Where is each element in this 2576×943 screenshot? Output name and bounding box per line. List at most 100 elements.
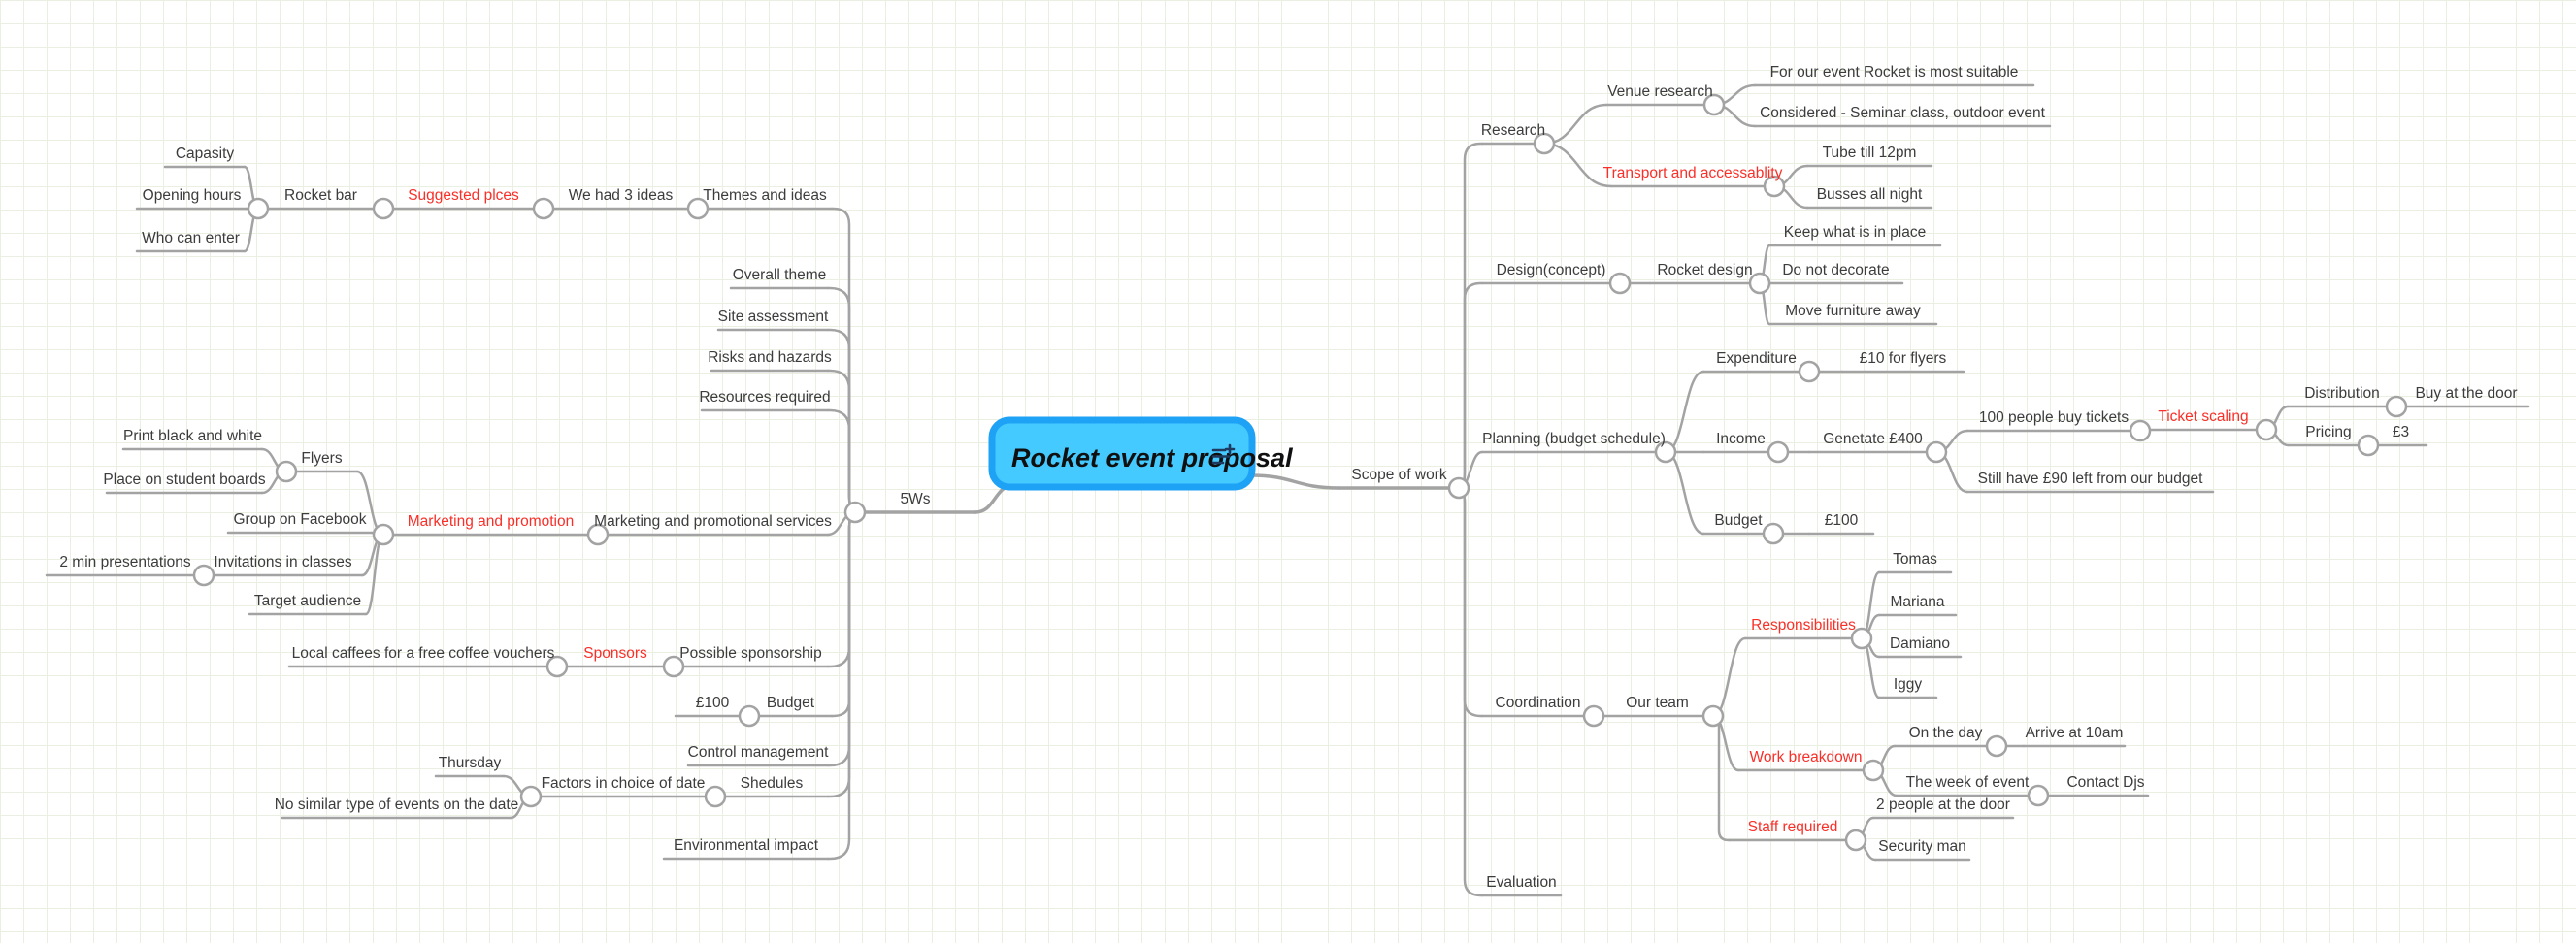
branch-toggle[interactable] [1447,476,1470,500]
node-label-resources[interactable]: Resources required [699,389,830,406]
branch-toggle[interactable] [532,197,555,220]
node-label-scope[interactable]: Scope of work [1351,467,1446,483]
node-label-fiveWs[interactable]: 5Ws [901,491,931,507]
node-label-hundredpeople[interactable]: 100 people buy tickets [1979,409,2129,426]
node-label-income[interactable]: Income [1716,431,1766,447]
branch-toggle[interactable] [519,785,543,808]
node-label-twopeople[interactable]: 2 people at the door [1876,797,2010,813]
node-label-mktpromo[interactable]: Marketing and promotion [408,513,574,530]
branch-toggle[interactable] [275,460,298,483]
branch-toggle[interactable] [1608,272,1632,295]
node-label-pricing[interactable]: Pricing [2305,424,2351,440]
node-label-coordination[interactable]: Coordination [1496,695,1581,711]
central-topic[interactable]: Rocket event proposal [988,416,1293,491]
branch-toggle[interactable] [1763,175,1786,198]
node-label-damiano[interactable]: Damiano [1890,635,1950,652]
node-label-placeboards[interactable]: Place on student boards [103,472,265,488]
node-label-nosimilar[interactable]: No similar type of events on the date [275,797,519,813]
branch-toggle[interactable] [2255,418,2278,441]
node-label-planning[interactable]: Planning (budget schedule) [1482,431,1666,447]
node-label-movefurn[interactable]: Move furniture away [1785,303,1921,319]
node-label-ticketscaling[interactable]: Ticket scaling [2158,408,2248,425]
branch-toggle[interactable] [2027,784,2050,807]
branch-toggle[interactable] [1748,272,1771,295]
branch-toggle[interactable] [372,523,395,546]
node-label-distribution[interactable]: Distribution [2304,385,2380,402]
node-label-risks[interactable]: Risks and hazards [708,349,832,366]
node-label-staffrequired[interactable]: Staff required [1748,819,1838,835]
node-label-openhours[interactable]: Opening hours [143,187,242,204]
node-label-shedules[interactable]: Shedules [741,775,804,792]
node-label-budgetL[interactable]: Budget [767,695,815,711]
node-label-siteassess[interactable]: Site assessment [718,309,829,325]
node-label-hundredR[interactable]: £100 [1825,512,1859,529]
node-label-ourteam[interactable]: Our team [1626,695,1689,711]
node-label-groupfb[interactable]: Group on Facebook [233,511,366,528]
node-label-themes[interactable]: Themes and ideas [703,187,827,204]
node-label-tube[interactable]: Tube till 12pm [1823,145,1917,161]
node-label-envimpact[interactable]: Environmental impact [674,837,819,854]
node-label-weekof[interactable]: The week of event [1906,774,2030,791]
branch-toggle[interactable] [1925,440,1948,464]
node-label-wehad[interactable]: We had 3 ideas [569,187,674,204]
branch-toggle[interactable] [2357,434,2380,457]
node-label-thursday[interactable]: Thursday [439,755,502,771]
branch-toggle[interactable] [738,704,761,728]
node-label-design[interactable]: Design(concept) [1497,262,1606,278]
node-label-ontheday[interactable]: On the day [1909,725,1983,741]
node-label-flyers[interactable]: Flyers [301,450,342,467]
branch-toggle[interactable] [545,655,569,678]
branch-toggle[interactable] [1850,627,1873,650]
branch-toggle[interactable] [843,501,867,524]
node-label-rocketbar[interactable]: Rocket bar [284,187,357,204]
branch-toggle[interactable] [586,523,610,546]
node-label-sponsors[interactable]: Sponsors [583,645,647,662]
node-label-arrive[interactable]: Arrive at 10am [2026,725,2124,741]
branch-toggle[interactable] [1582,704,1605,728]
node-label-whocan[interactable]: Who can enter [142,230,240,246]
node-label-genetate[interactable]: Genetate £400 [1823,431,1923,447]
central-topic-box[interactable] [988,416,1256,491]
node-label-tomas[interactable]: Tomas [1893,551,1937,568]
node-label-forevent[interactable]: For our event Rocket is most suitable [1770,64,2019,81]
branch-toggle[interactable] [1654,440,1677,464]
branch-toggle[interactable] [2129,419,2152,442]
add-notes-icon[interactable] [1211,443,1236,465]
node-label-buydoor[interactable]: Buy at the door [2415,385,2517,402]
branch-toggle[interactable] [192,564,215,587]
central-topic-title[interactable]: Rocket event proposal [1011,443,1293,472]
node-label-donot[interactable]: Do not decorate [1782,262,1889,278]
node-label-mariana[interactable]: Mariana [1891,594,1945,610]
node-label-rocketdesign[interactable]: Rocket design [1657,262,1752,278]
branch-toggle[interactable] [1862,759,1885,782]
node-label-twomin[interactable]: 2 min presentations [59,554,191,570]
branch-toggle[interactable] [372,197,395,220]
branch-toggle[interactable] [1844,829,1867,852]
branch-toggle[interactable] [1985,734,2008,758]
node-label-mktserv[interactable]: Marketing and promotional services [594,513,832,530]
node-label-evaluation[interactable]: Evaluation [1486,874,1556,891]
branch-toggle[interactable] [686,197,710,220]
node-label-hundredL[interactable]: £100 [696,695,730,711]
node-label-printbw[interactable]: Print black and white [123,428,262,444]
branch-toggle[interactable] [2385,395,2408,418]
node-label-budgetR[interactable]: Budget [1714,512,1763,529]
node-label-invitations[interactable]: Invitations in classes [214,554,351,570]
node-label-considered[interactable]: Considered - Seminar class, outdoor even… [1760,105,2045,121]
branch-toggle[interactable] [1767,440,1790,464]
node-label-controlmgmt[interactable]: Control management [688,744,829,761]
branch-toggle[interactable] [1762,522,1785,545]
node-label-contactdjs[interactable]: Contact Djs [2066,774,2144,791]
node-label-research[interactable]: Research [1481,122,1545,139]
node-label-expenditure[interactable]: Expenditure [1716,350,1797,367]
node-label-localcaffees[interactable]: Local caffees for a free coffee vouchers [292,645,555,662]
node-label-three[interactable]: £3 [2393,424,2409,440]
node-label-venue[interactable]: Venue research [1607,83,1713,100]
branch-toggle[interactable] [1701,704,1725,728]
node-label-stillhave[interactable]: Still have £90 left from our budget [1978,471,2203,487]
node-label-transport[interactable]: Transport and accessablity [1603,165,1783,181]
branch-toggle[interactable] [1533,132,1556,155]
node-label-factors[interactable]: Factors in choice of date [542,775,706,792]
node-label-keepplace[interactable]: Keep what is in place [1784,224,1926,241]
